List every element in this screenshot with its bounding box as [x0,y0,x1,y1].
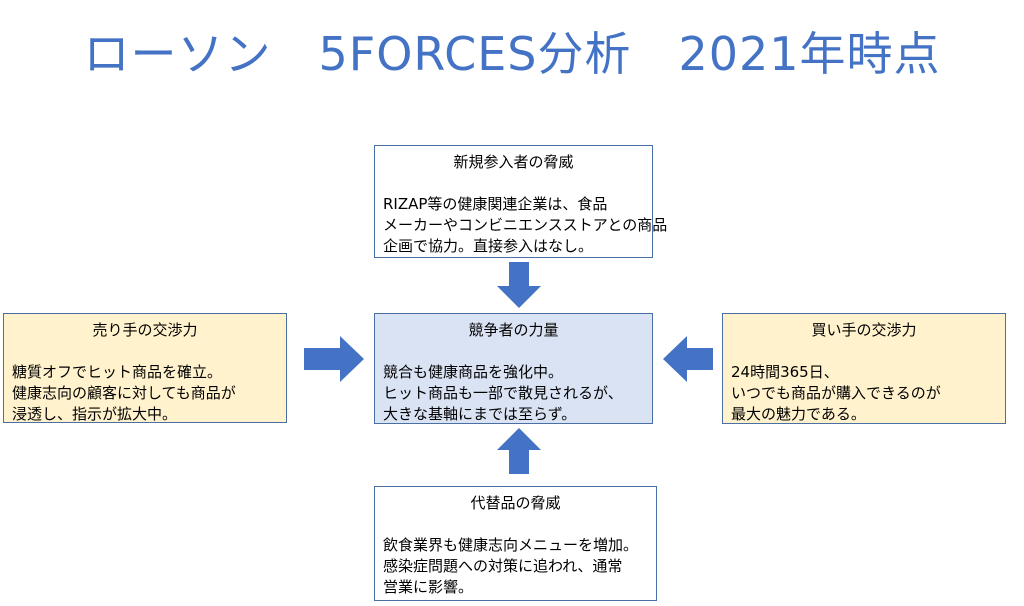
new-entrants-line: メーカーやコンビニエンスストアとの商品 [383,216,668,234]
sellers-box: 売り手の交渉力 糖質オフでヒット商品を確立。 健康志向の顧客に対しても商品が 浸… [3,313,287,423]
page-title: ローソン 5FORCES分析 2021年時点 [83,27,941,81]
arrow-left-icon [663,336,713,382]
buyers-line: 最大の魅力である。 [731,405,866,423]
buyers-line: いつでも商品が購入できるのが [731,384,941,402]
buyers-line: 24時間365日、 [731,363,839,381]
substitutes-line: 感染症問題への対策に追われ、通常 [383,557,623,575]
competitors-title: 競争者の力量 [468,321,559,339]
sellers-line: 糖質オフでヒット商品を確立。 [12,363,223,381]
sellers-title: 売り手の交渉力 [92,321,198,339]
competitors-line: 競合も健康商品を強化中。 [383,363,564,381]
new-entrants-title: 新規参入者の脅威 [453,153,574,171]
new-entrants-line: RIZAP等の健康関連企業は、食品 [383,195,608,213]
competitors-line: ヒット商品も一部で散見されるが、 [383,384,623,402]
arrow-up-icon [497,428,541,474]
substitutes-box: 代替品の脅威 飲食業界も健康志向メニューを増加。 感染症問題への対策に追われ、通… [374,486,657,601]
arrow-down-icon [497,262,541,308]
competitors-box: 競争者の力量 競合も健康商品を強化中。 ヒット商品も一部で散見されるが、 大きな… [374,313,653,424]
new-entrants-box: 新規参入者の脅威 RIZAP等の健康関連企業は、食品 メーカーやコンビニエンスス… [374,145,668,258]
substitutes-line: 飲食業界も健康志向メニューを増加。 [383,536,639,554]
buyers-box: 買い手の交渉力 24時間365日、 いつでも商品が購入できるのが 最大の魅力であ… [722,313,1006,424]
arrow-right-icon [304,336,364,382]
sellers-line: 健康志向の顧客に対しても商品が [12,384,236,402]
new-entrants-line: 企画で協力。直接参入はなし。 [383,237,594,255]
sellers-line: 浸透し、指示が拡大中。 [12,405,178,423]
substitutes-line: 営業に影響。 [383,578,474,596]
competitors-line: 大きな基軸にまでは至らず。 [383,405,577,423]
substitutes-title: 代替品の脅威 [470,494,561,512]
buyers-title: 買い手の交渉力 [811,321,917,339]
